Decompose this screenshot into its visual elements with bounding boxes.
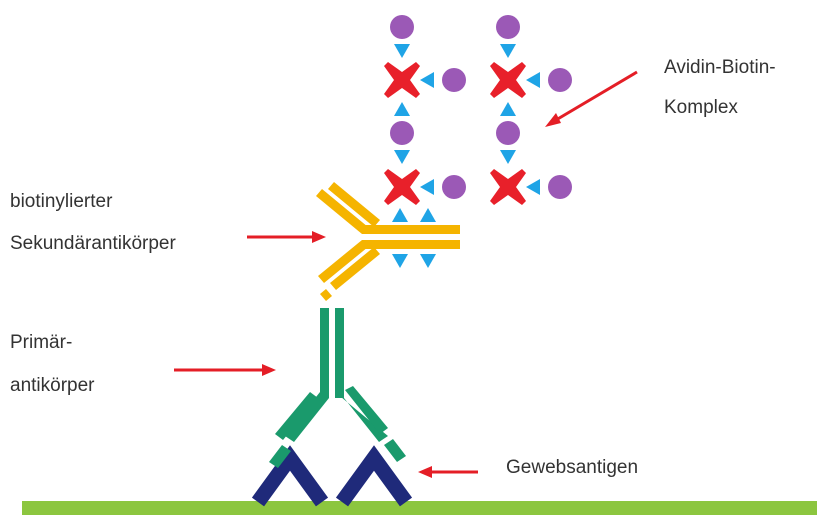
avidin-top-right (490, 62, 526, 98)
label-secondary-line2: Sekundärantikörper (10, 233, 176, 254)
antigen-right (335, 445, 413, 507)
biotin-right-top (548, 68, 572, 92)
arrow-head-primary (262, 364, 276, 376)
biotin-mid-bottom (442, 175, 466, 199)
label-secondary-line1: biotinylierter (10, 191, 113, 212)
biotin-mid-top (442, 68, 466, 92)
biotin-left-mid (390, 121, 414, 145)
biotin-top-right (496, 15, 520, 39)
avidin-top-left (384, 62, 420, 98)
arrow-head-avidin (545, 113, 561, 127)
connector-right-top (526, 72, 540, 88)
pointer-arrows (174, 70, 638, 478)
connector-left-lower (394, 150, 410, 164)
connector-top-right (500, 44, 516, 58)
arrow-head-secondary (312, 231, 326, 243)
connector-right-lower (500, 150, 516, 164)
label-primary-line1: Primär- (10, 332, 73, 353)
secondary-antibody (316, 182, 460, 301)
primary-antibody (269, 308, 406, 468)
biotin-markers (392, 208, 436, 268)
avidin-biotin-complex (384, 15, 572, 205)
connector-mid-bottom (420, 179, 434, 195)
label-avidin-biotin-line2: Komplex (664, 97, 738, 118)
connector-top-left (394, 44, 410, 58)
avidin-bottom-right (490, 169, 526, 205)
biotin-top-left (390, 15, 414, 39)
biotin-right-mid (496, 121, 520, 145)
label-antigen: Gewebsantigen (506, 457, 639, 478)
tissue-surface (22, 501, 817, 515)
label-avidin-biotin-line1: Avidin-Biotin- (664, 57, 776, 78)
connector-right-bottom (526, 179, 540, 195)
arrow-head-antigen (418, 466, 432, 478)
connector-mid-top (420, 72, 434, 88)
connector-right-upper (500, 102, 516, 116)
antigen-left (251, 445, 329, 507)
biotin-right-bottom (548, 175, 572, 199)
tissue-antigens (251, 445, 413, 507)
avidin-bottom-left (384, 169, 420, 205)
label-primary-line2: antikörper (10, 375, 95, 396)
connector-left-upper (394, 102, 410, 116)
